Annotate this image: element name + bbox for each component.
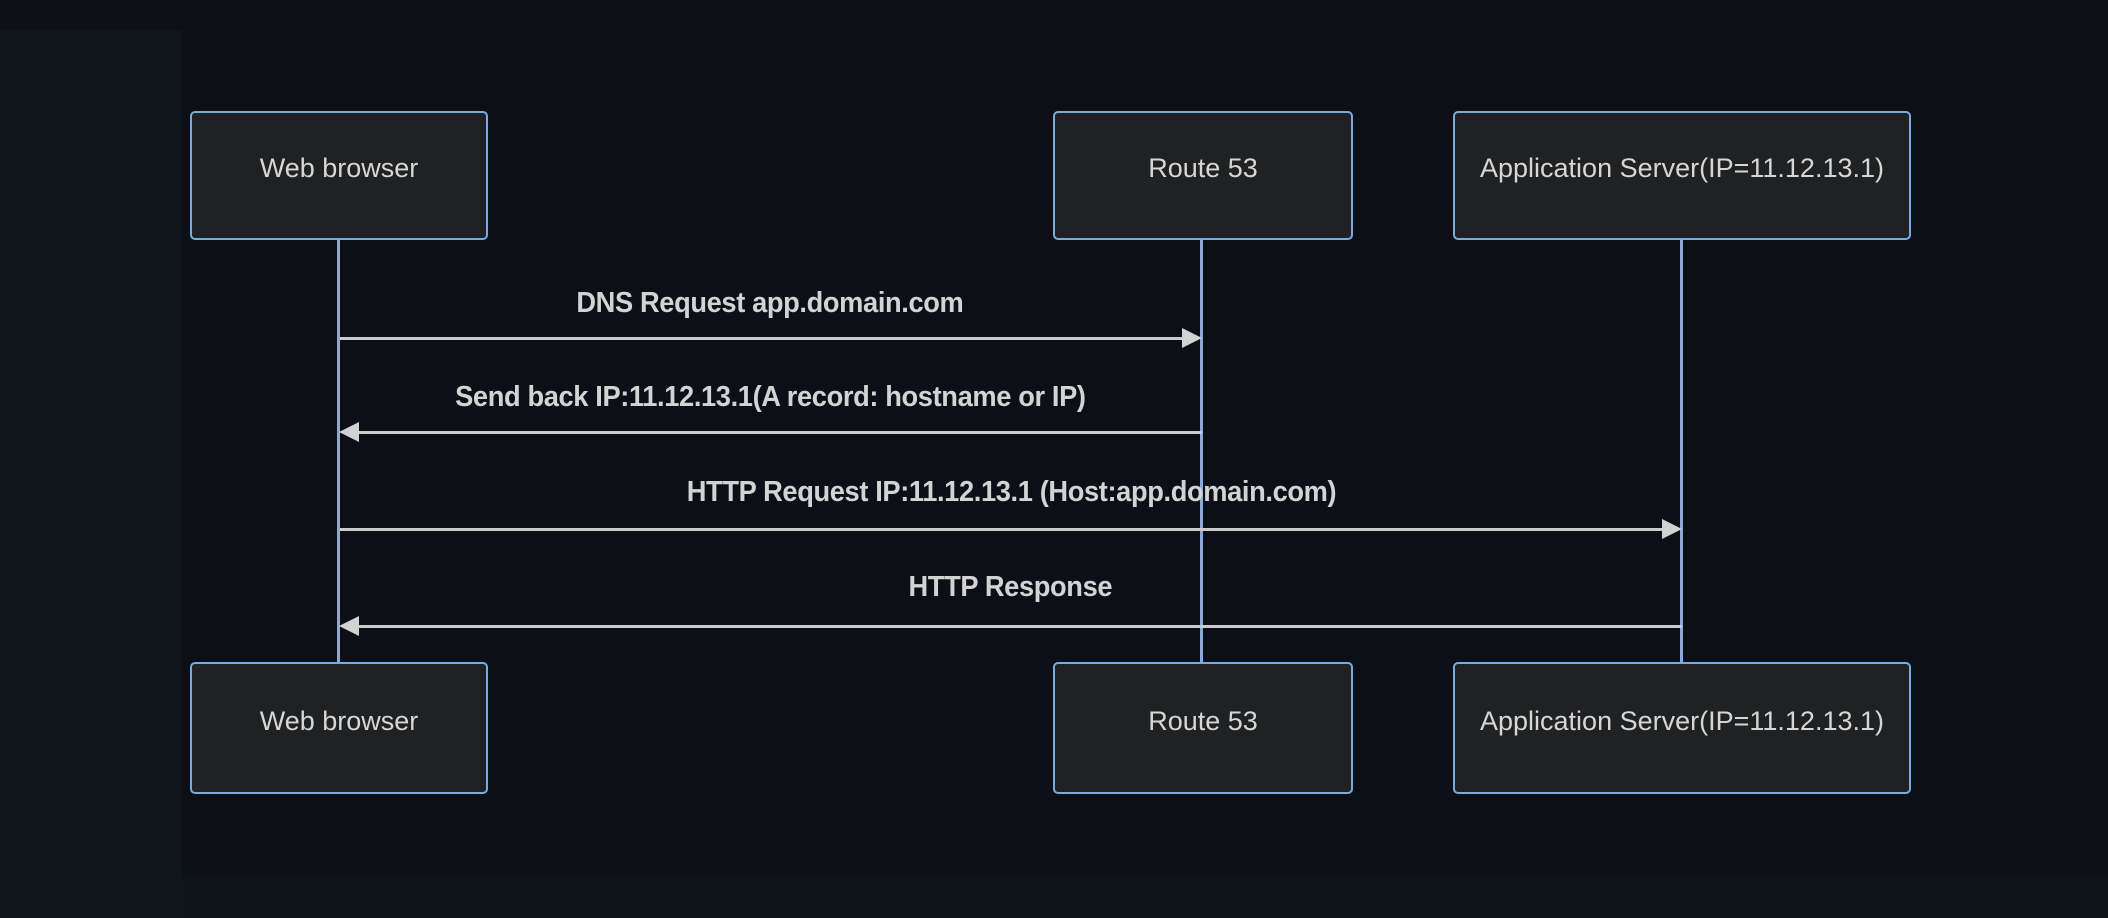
actor-label-web-browser: Web browser — [259, 153, 419, 183]
actor-web-browser-top: Web browser — [190, 111, 488, 240]
message-label: HTTP Response — [908, 571, 1113, 603]
lifeline-app-server — [1680, 240, 1683, 664]
actor-app-server-bottom: Application Server(IP=11.12.13.1) — [1453, 662, 1911, 794]
message-line — [358, 431, 1202, 434]
arrowhead-right-icon — [1182, 328, 1202, 348]
message-line — [340, 528, 1664, 531]
actor-label-app-server: Application Server(IP=11.12.13.1) — [1480, 153, 1884, 183]
message-label: HTTP Request IP:11.12.13.1 (Host:app.dom… — [686, 476, 1336, 508]
message-label: DNS Request app.domain.com — [576, 287, 964, 319]
arrowhead-left-icon — [339, 616, 359, 636]
background-bottom-band — [182, 877, 2108, 918]
actor-label-app-server: Application Server(IP=11.12.13.1) — [1480, 705, 1884, 736]
actor-route53-bottom: Route 53 — [1053, 662, 1353, 794]
actor-app-server-top: Application Server(IP=11.12.13.1) — [1453, 111, 1911, 240]
actor-label-route53: Route 53 — [1148, 705, 1258, 736]
message-line — [358, 625, 1682, 628]
message-line — [340, 337, 1184, 340]
arrowhead-left-icon — [339, 422, 359, 442]
actor-label-web-browser: Web browser — [259, 705, 419, 736]
arrowhead-right-icon — [1662, 519, 1682, 539]
lifeline-route53 — [1200, 240, 1203, 664]
lifeline-web-browser — [337, 240, 340, 664]
actor-label-route53: Route 53 — [1148, 153, 1258, 183]
actor-web-browser-bottom: Web browser — [190, 662, 488, 794]
message-label: Send back IP:11.12.13.1(A record: hostna… — [455, 381, 1086, 413]
background-left-band — [0, 30, 182, 918]
actor-route53-top: Route 53 — [1053, 111, 1353, 240]
